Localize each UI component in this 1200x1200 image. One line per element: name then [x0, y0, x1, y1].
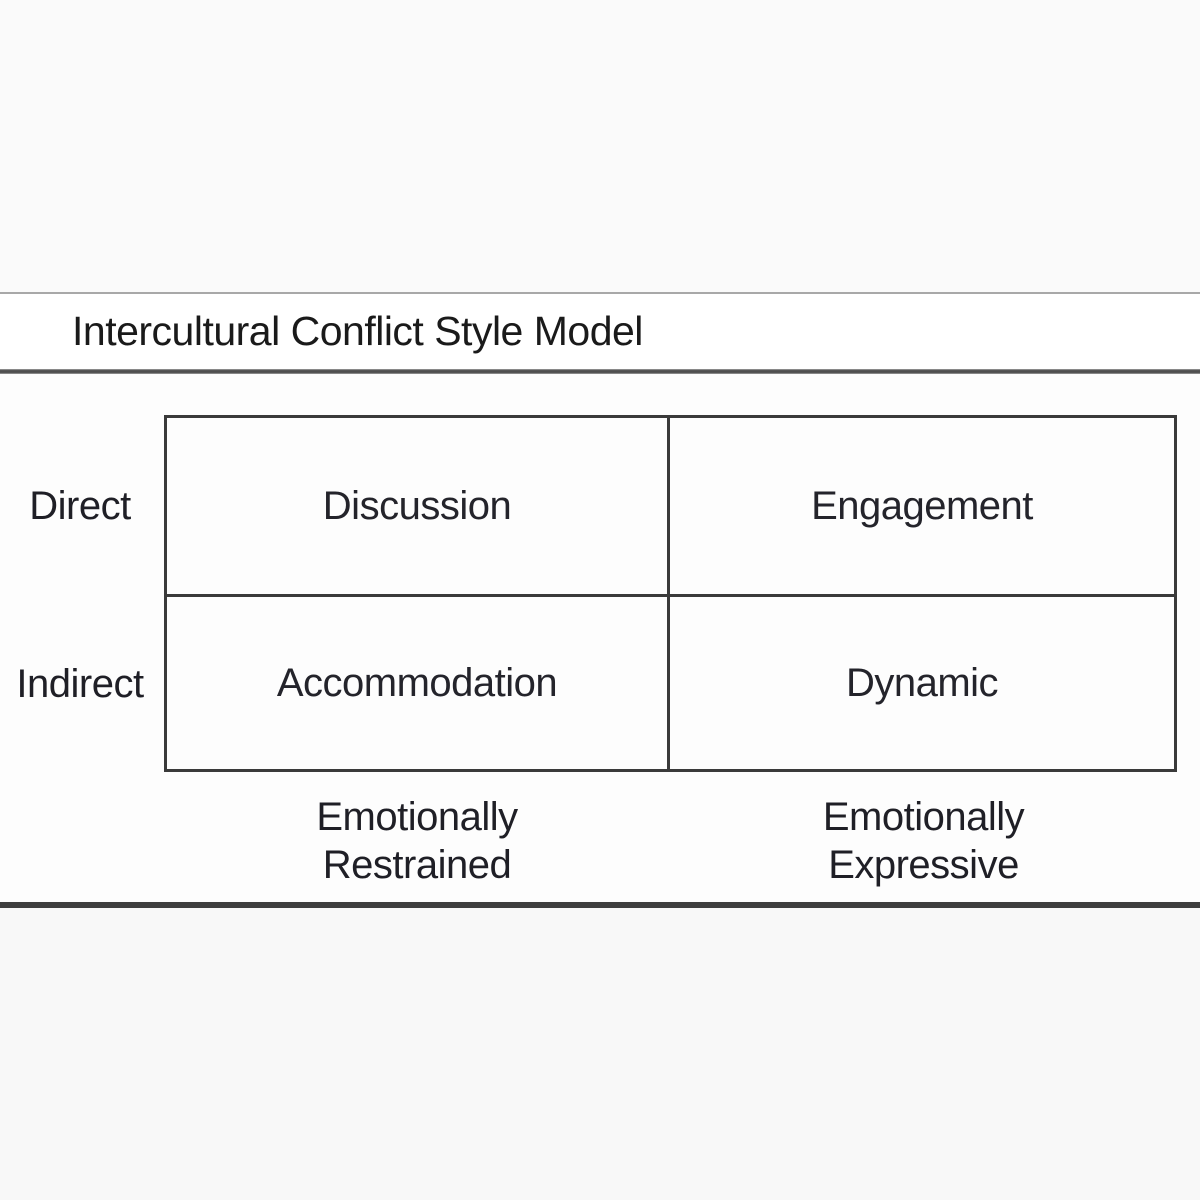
row-label-indirect-wrap: Indirect	[0, 597, 160, 772]
page-bottom-rule	[0, 902, 1200, 908]
conflict-style-matrix: Discussion Engagement Accommodation Dyna…	[164, 415, 1177, 772]
page-top-margin	[0, 0, 1200, 292]
column-label-line: Restrained	[322, 843, 512, 887]
title-band: Intercultural Conflict Style Model	[0, 294, 1200, 369]
quadrant-accommodation: Accommodation	[167, 597, 670, 769]
row-label-indirect: Indirect	[16, 662, 144, 706]
column-label-emotionally-expressive: Emotionally Expressive	[670, 793, 1177, 898]
column-label-line: Expressive	[828, 843, 1019, 887]
quadrant-dynamic: Dynamic	[845, 660, 999, 705]
title-band-bottom-rule	[0, 369, 1200, 374]
row-label-direct: Direct	[29, 483, 131, 528]
quadrant-discussion: Discussion	[167, 418, 670, 597]
column-label-line: Emotionally	[316, 795, 518, 839]
page-title: Intercultural Conflict Style Model	[72, 308, 643, 354]
row-label-direct-wrap: Direct	[0, 415, 160, 597]
quadrant-engagement: Engagement	[670, 418, 1174, 597]
page-bottom-margin	[0, 908, 1200, 1200]
title-band-top-rule	[0, 292, 1200, 294]
column-label-emotionally-restrained: Emotionally Restrained	[164, 793, 670, 898]
column-label-line: Emotionally	[822, 795, 1025, 839]
